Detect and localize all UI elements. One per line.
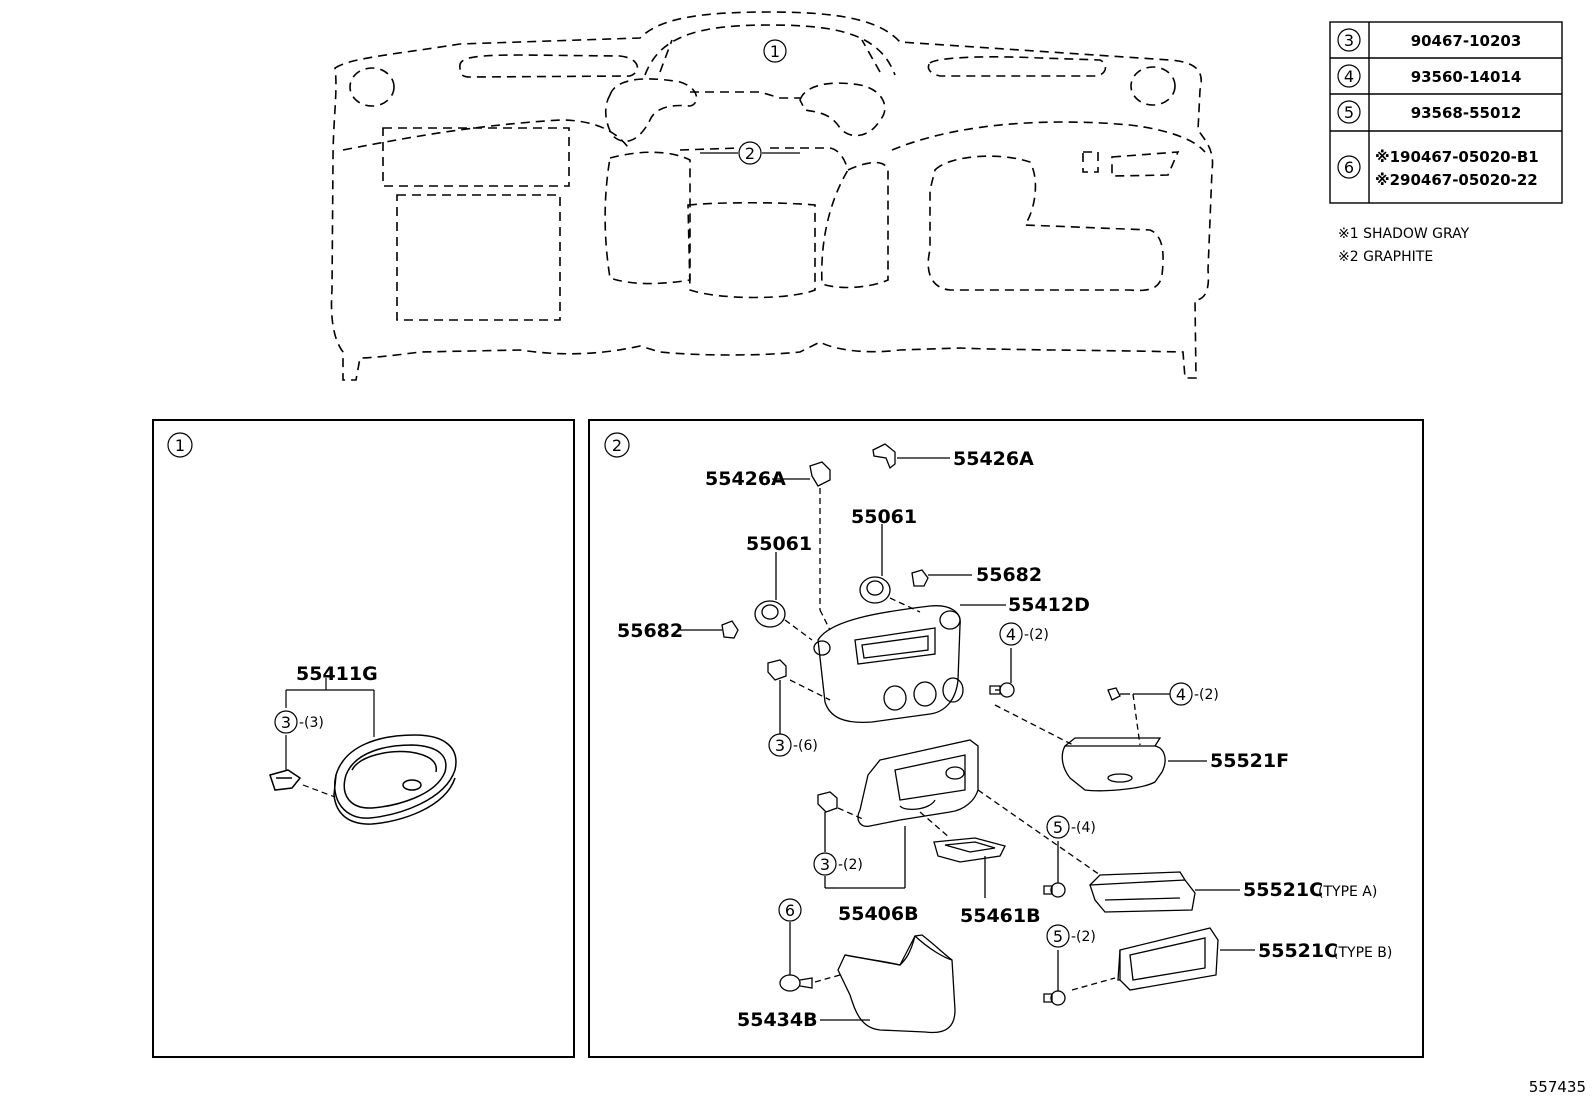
- quantity-label: -(2): [1071, 929, 1096, 945]
- callout-3-text: 3: [775, 736, 785, 755]
- callout-6-text: 6: [785, 901, 795, 920]
- part-label: 55411G: [296, 663, 378, 685]
- panel-2-frame: [588, 419, 1424, 1058]
- part-label: 55061: [746, 533, 812, 555]
- part-label: 55521F: [1210, 750, 1289, 772]
- callout-3-text: 3: [281, 713, 291, 732]
- table-row-num: 6: [1344, 158, 1354, 177]
- quantity-label: -(2): [1024, 627, 1049, 643]
- quantity-label: -(4): [1071, 820, 1096, 836]
- panel-2-number: 2: [612, 436, 622, 455]
- part-label: 55521C: [1258, 940, 1338, 962]
- quantity-label: -(2): [838, 857, 863, 873]
- part-label: 55682: [617, 620, 683, 642]
- table-row-num: 3: [1344, 31, 1354, 50]
- panel-1-frame: [152, 419, 575, 1058]
- table-part-number: 93568-55012: [1411, 104, 1522, 122]
- part-label: 55434B: [737, 1009, 818, 1031]
- panel-1-callout: [167, 432, 193, 458]
- callout-5-text: 5: [1053, 818, 1063, 837]
- callout-3-text: 3: [820, 855, 830, 874]
- callout-2-text: 2: [745, 144, 755, 163]
- type-label: (TYPE A): [1318, 884, 1377, 900]
- table-part-number: 90467-10203: [1411, 32, 1522, 50]
- part-label: 55426A: [705, 468, 786, 490]
- callout-1-text: 1: [770, 42, 780, 61]
- speedometer-ring-drawing: [269, 734, 457, 825]
- quantity-label: -(6): [793, 738, 818, 754]
- callout-4-text: 4: [1006, 625, 1016, 644]
- panel-2-callout: [604, 432, 630, 458]
- color-note: ※2 GRAPHITE: [1338, 249, 1433, 265]
- callout-circle: [738, 141, 762, 165]
- table-part-number: ※190467-05020-B1: [1375, 148, 1539, 166]
- part-label: 55061: [851, 506, 917, 528]
- document-id: 557435: [1529, 1078, 1586, 1096]
- callout-circle: [763, 39, 787, 63]
- part-label: 55406B: [838, 903, 919, 925]
- type-label: (TYPE B): [1333, 945, 1392, 961]
- part-label: 55412D: [1008, 594, 1090, 616]
- panel-1-number: 1: [175, 436, 185, 455]
- part-label: 55461B: [960, 905, 1041, 927]
- callout-circle: [274, 710, 298, 734]
- color-note: ※1 SHADOW GRAY: [1338, 226, 1470, 242]
- table-row-num: 4: [1344, 67, 1354, 86]
- dashboard-overview: [330, 11, 1214, 381]
- part-label: 55682: [976, 564, 1042, 586]
- part-number-table: [1329, 21, 1563, 204]
- callout-5-text: 5: [1053, 927, 1063, 946]
- part-label: 55426A: [953, 448, 1034, 470]
- part-label: 55521C: [1243, 879, 1323, 901]
- table-part-number: ※290467-05020-22: [1375, 171, 1538, 189]
- quantity-label: -(2): [1194, 687, 1219, 703]
- callout-4-text: 4: [1176, 685, 1186, 704]
- table-row-num: 5: [1344, 103, 1354, 122]
- quantity-label: -(3): [299, 715, 324, 731]
- table-part-number: 93560-14014: [1411, 68, 1522, 86]
